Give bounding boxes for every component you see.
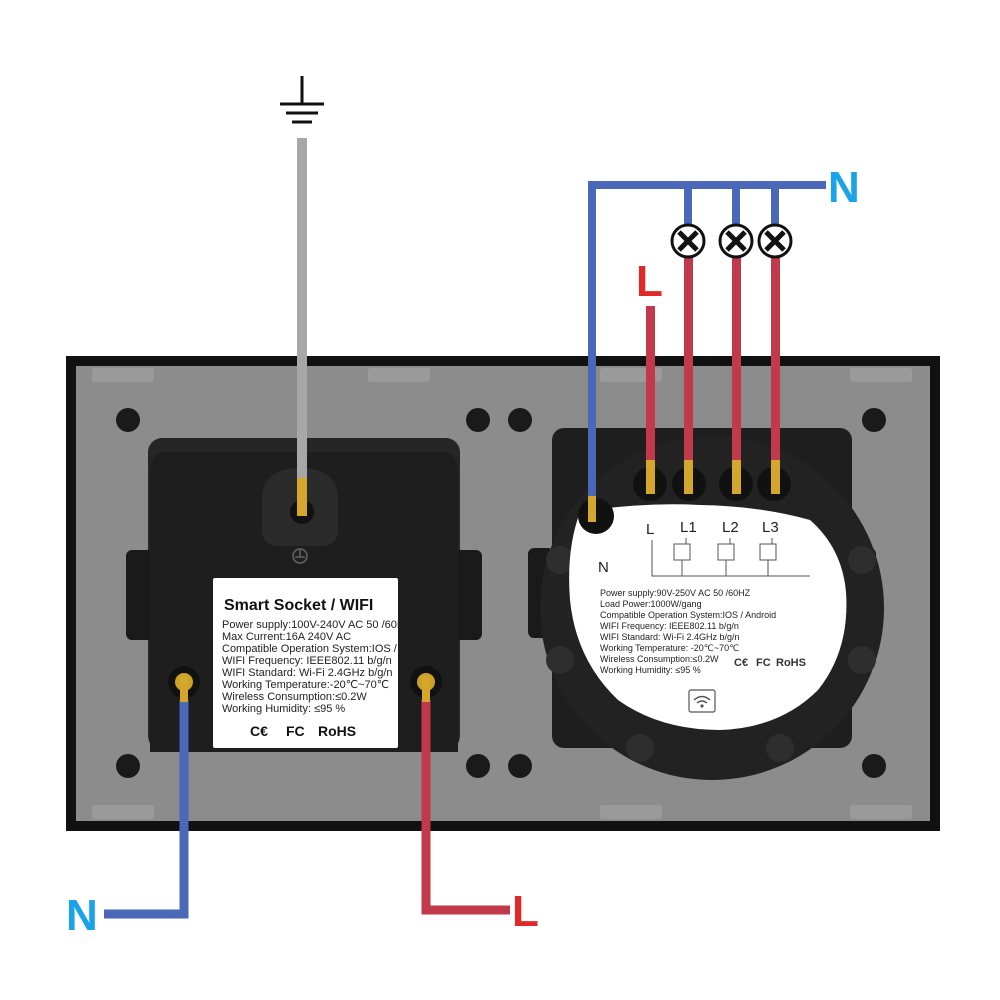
switch-spec-line: Working Temperature: -20℃~70℃ xyxy=(600,643,739,653)
switch-spec-line: Working Humidity: ≤95 % xyxy=(600,665,701,675)
switch-spec-label xyxy=(569,504,847,730)
switch-spec-line: Load Power:1000W/gang xyxy=(600,599,702,609)
earth-ground-icon xyxy=(280,76,324,124)
socket-spec-line: Wireless Consumption:≤0.2W xyxy=(222,691,367,703)
switch-spec-line: WIFI Standard: Wi-Fi 2.4GHz b/g/n xyxy=(600,632,740,642)
socket-spec-line: WIFI Frequency: IEEE802.11 b/g/n xyxy=(222,655,392,667)
wifi-icon xyxy=(688,689,716,713)
switch-neutral-terminal-label: N xyxy=(598,559,609,576)
earth-wire xyxy=(297,138,307,516)
socket-spec-label xyxy=(213,578,398,748)
earth-symbol-mark xyxy=(292,548,308,564)
socket-label-title: Smart Socket / WIFI xyxy=(224,597,373,614)
switch-cert-rohs: RoHS xyxy=(776,657,806,669)
load-wires xyxy=(684,254,780,494)
switch-cert-ce: C€ xyxy=(734,657,748,669)
switch-neutral-wire xyxy=(588,181,826,522)
lamp-x-icon xyxy=(757,223,793,259)
live-label-bottom: L xyxy=(512,887,539,936)
mounting-holes xyxy=(116,408,886,778)
switch-terminal-label: L2 xyxy=(722,519,739,536)
socket-spec-line: Max Current:16A 240V AC xyxy=(222,631,351,643)
switch-module xyxy=(528,428,884,780)
switch-cert-fc: FC xyxy=(756,657,771,669)
switch-spec-line: WIFI Frequency: IEEE802.11 b/g/n xyxy=(600,621,739,631)
socket-cert-rohs: RoHS xyxy=(318,723,356,739)
socket-spec-line: Compatible Operation System:IOS / Androi… xyxy=(222,643,437,655)
switch-terminal-label: L1 xyxy=(680,519,697,536)
neutral-label-bottom: N xyxy=(66,891,98,940)
switch-spec-line: Power supply:90V-250V AC 50 /60HZ xyxy=(600,588,751,598)
lamp-x-icon xyxy=(718,223,754,259)
socket-spec-line: Working Humidity: ≤95 % xyxy=(222,703,345,715)
neutral-label-top: N xyxy=(828,163,860,212)
switch-spec-line: Compatible Operation System:IOS / Androi… xyxy=(600,610,776,620)
socket-cert-fc: FC xyxy=(286,723,305,739)
socket-spec-line: Power supply:100V-240V AC 50 /60HZ xyxy=(222,619,412,631)
live-label-top: L xyxy=(636,257,663,306)
switch-relay-schematic xyxy=(651,538,810,577)
socket-live-wire xyxy=(421,676,510,915)
socket-neutral-wire xyxy=(104,676,189,919)
socket-spec-line: Working Temperature:-20℃~70℃ xyxy=(222,679,389,691)
socket-spec-line: WIFI Standard: Wi-Fi 2.4GHz b/g/n xyxy=(222,667,393,679)
switch-terminal-label: L3 xyxy=(762,519,779,536)
lamp-x-icon xyxy=(670,223,706,259)
socket-cert-ce: C€ xyxy=(250,723,268,739)
switch-terminal-label: L xyxy=(646,521,654,538)
switch-live-input-wire xyxy=(646,306,655,494)
socket-module xyxy=(126,438,482,752)
switch-spec-line: Wireless Consumption:≤0.2W xyxy=(600,654,719,664)
